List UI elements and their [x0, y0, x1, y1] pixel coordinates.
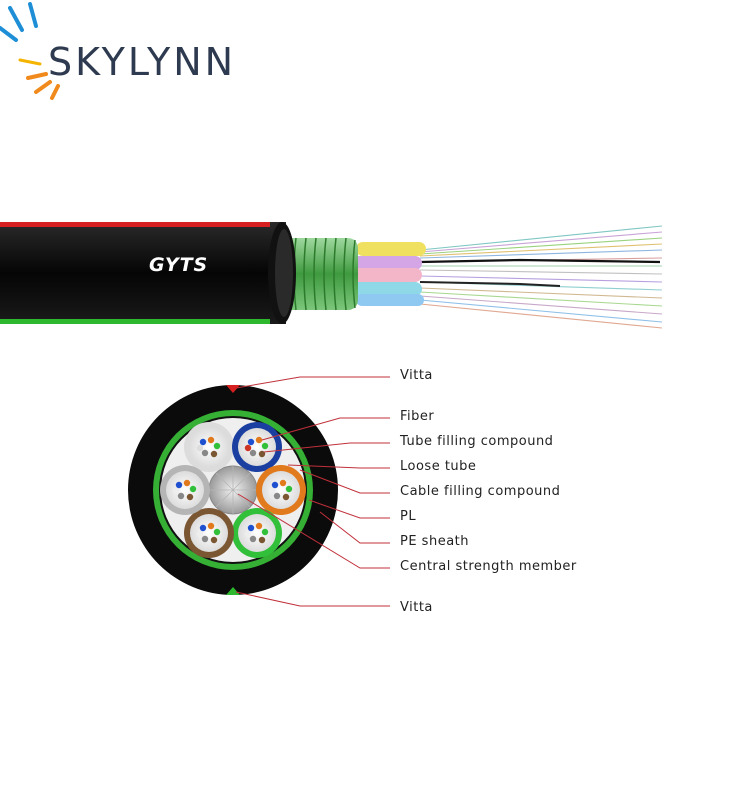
- brand-logo-text: SKYLYNN: [48, 40, 237, 84]
- label-central-strength-member: Central strength member: [400, 559, 577, 574]
- loose-tube-green: [232, 508, 282, 558]
- label-pe-sheath: PE sheath: [400, 534, 469, 549]
- label-loose-tube: Loose tube: [400, 459, 477, 474]
- label-cable-filling-compound: Cable filling compound: [400, 484, 561, 499]
- vitta-marker-top: [226, 385, 240, 393]
- fiber-dots: [172, 436, 293, 544]
- label-tube-filling-compound: Tube filling compound: [400, 434, 554, 449]
- loose-tube-ends: [350, 242, 426, 306]
- vitta-stripe-top: [0, 222, 270, 227]
- cable-cross-section: [128, 385, 338, 595]
- vitta-marker-bottom: [226, 587, 240, 595]
- leader-lines: [235, 376, 390, 607]
- label-pl: PL: [400, 509, 417, 524]
- cable-model-label: GYTS: [149, 254, 209, 276]
- fiber-bundle: [419, 225, 663, 329]
- label-fiber: Fiber: [400, 409, 435, 424]
- label-vitta-top: Vitta: [400, 368, 433, 383]
- loose-tube-orange: [256, 465, 306, 515]
- loose-tube-blue: [232, 422, 282, 472]
- outer-jacket: [0, 222, 286, 324]
- vitta-stripe-bottom: [0, 319, 270, 324]
- cable-side-view: [0, 222, 663, 329]
- logo-sunburst-icon: [0, 2, 60, 100]
- loose-tube-gray: [160, 465, 210, 515]
- label-vitta-bottom: Vitta: [400, 600, 433, 615]
- loose-tube-white: [184, 422, 234, 472]
- loose-tube-brown: [184, 508, 234, 558]
